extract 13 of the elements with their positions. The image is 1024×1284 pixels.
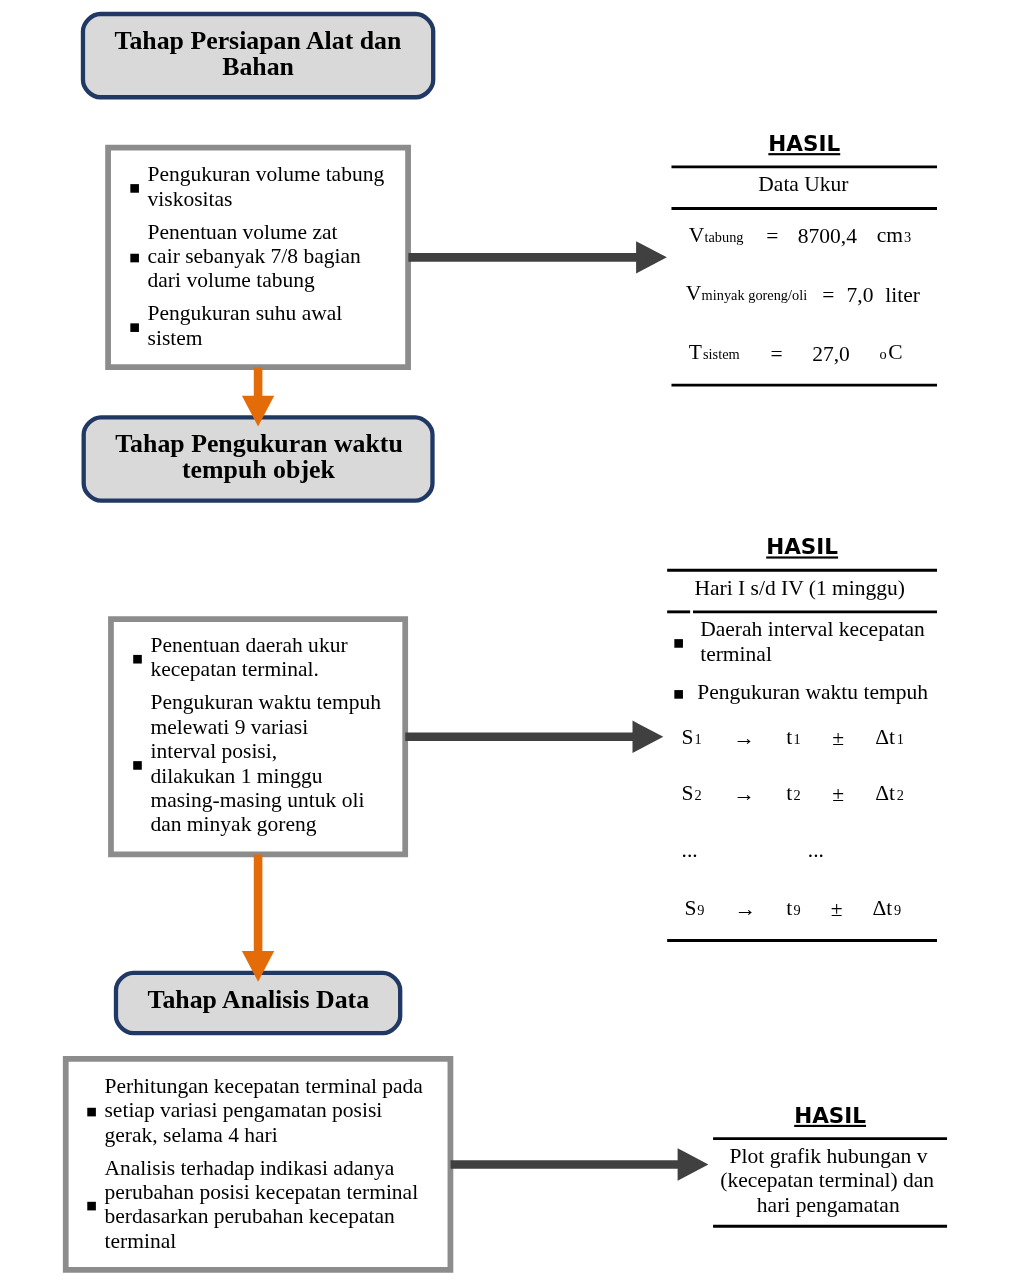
arrow [241, 367, 274, 427]
node-box: Pengukuran volume tabung viskositas Penentuan volume zat cair sebanyak 7/8 bagian dari volume tabung Pengukuran suhu awal sistem [104, 144, 411, 370]
node-box: Tahap Pengukuran waktu tempuh objek [81, 415, 435, 503]
node-box: Perhitungan kecepatan terminal pada setiap variasi pengamatan posisi gerak, selama 4 hari Analisis terhadap indikasi adanya perubahan posisi kecepatan terminal berdasarkan perubahan kecepatan terminal [62, 1056, 453, 1273]
node-box: Penentuan daerah ukur kecepatan terminal. Pengukuran waktu tempuh melewati 9 variasi interval posisi, dilakukan 1 minggu masing-masing untuk oli dan minyak goreng [107, 616, 408, 858]
node-box: Tahap Persiapan Alat dan Bahan [80, 11, 435, 100]
node-text: HASIL Plot grafik hubungan v (kecepatan terminal) dan hari pengamatan [719, 1102, 934, 1217]
node-text: HASIL Data Ukur Vtabung = 8700,4 cm3 Vminyak goreng/oli = 7,0 liter Tsistem = 27,0 oC [685, 131, 920, 366]
arrow [407, 241, 667, 274]
arrow [241, 854, 274, 982]
arrow [450, 1148, 708, 1181]
node-box: Tahap Analisis Data [113, 970, 402, 1036]
arrow [404, 720, 663, 753]
